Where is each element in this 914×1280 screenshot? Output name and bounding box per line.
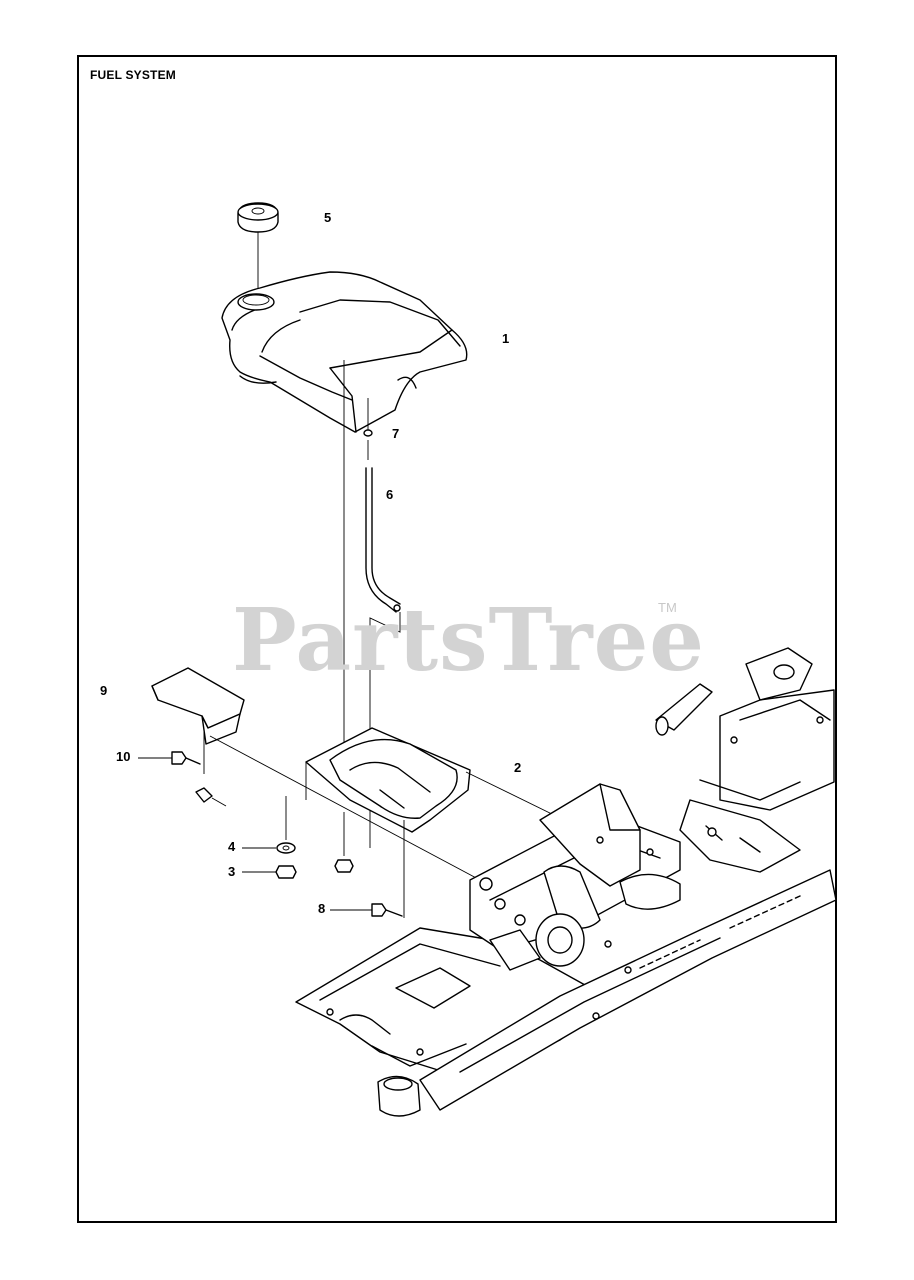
callout-5: 5	[324, 210, 332, 225]
seat-plate-part[interactable]	[285, 727, 561, 918]
partstree-watermark: PartsTree	[232, 590, 706, 691]
diagram-title: FUEL SYSTEM	[90, 68, 176, 82]
callout-6: 6	[386, 487, 394, 502]
callout-10: 10	[116, 749, 131, 764]
bolt-part[interactable]	[138, 751, 227, 807]
heat-shield-part[interactable]	[151, 667, 481, 881]
callout-8: 8	[318, 901, 326, 916]
callout-4: 4	[228, 839, 236, 854]
callout-1: 1	[502, 331, 510, 346]
fuel-tank-part[interactable]	[221, 271, 468, 433]
trademark-symbol: TM	[658, 600, 677, 615]
tractor-frame	[295, 647, 837, 1117]
washer-part[interactable]	[242, 842, 296, 854]
screw-part[interactable]	[330, 903, 403, 917]
callout-3: 3	[228, 864, 236, 879]
diagram-frame	[77, 55, 837, 1223]
fuel-cap-part[interactable]	[237, 202, 279, 292]
nut-part[interactable]	[242, 859, 354, 879]
callout-7: 7	[392, 426, 400, 441]
callout-2: 2	[514, 760, 522, 775]
callout-9: 9	[100, 683, 108, 698]
